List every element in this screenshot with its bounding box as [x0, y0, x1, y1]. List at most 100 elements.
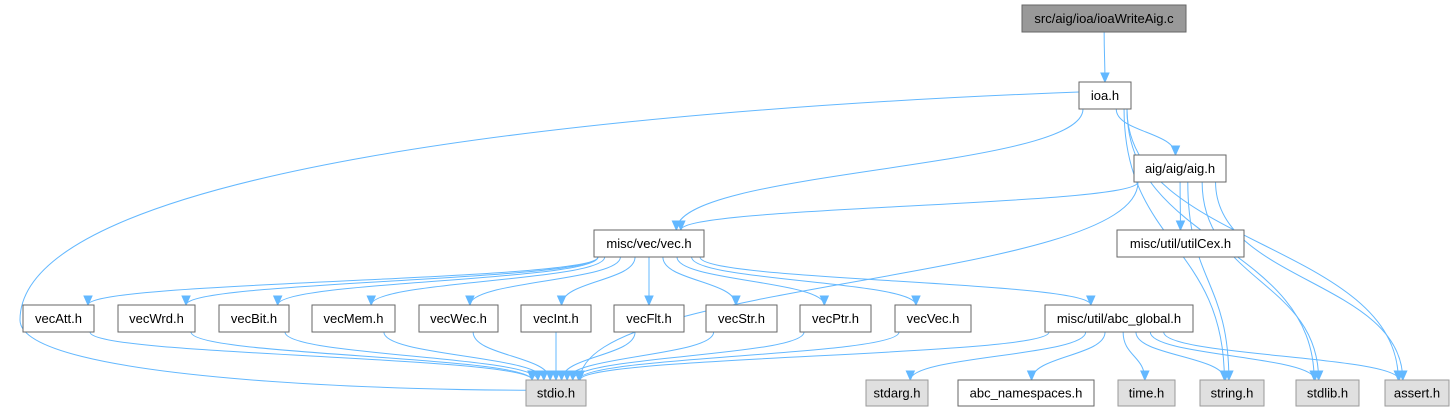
- edge-vec-to-vecStr: [662, 256, 741, 307]
- node-box: [418, 304, 499, 333]
- node-label: vecWec.h: [430, 311, 487, 326]
- node-aig[interactable]: aig/aig/aig.h: [1133, 154, 1227, 183]
- edge-vec-to-vecFlt: [644, 257, 654, 307]
- node-vecAtt[interactable]: vecAtt.h: [22, 304, 95, 333]
- edge-vecAtt-to-stdio: [89, 331, 537, 382]
- node-box: [1133, 154, 1227, 183]
- node-label: stdarg.h: [874, 386, 921, 401]
- edge-vec-to-vecPtr: [676, 256, 830, 307]
- node-label: misc/vec/vec.h: [606, 236, 691, 251]
- arrowhead-icon: [545, 370, 555, 382]
- arrowhead-icon: [911, 295, 921, 307]
- arrowhead-icon: [83, 295, 93, 307]
- node-label: vecStr.h: [718, 311, 765, 326]
- node-utilCex[interactable]: misc/util/utilCex.h: [1116, 229, 1245, 258]
- arrowhead-icon: [819, 295, 830, 307]
- node-stdio: stdio.h: [525, 379, 587, 407]
- arrowhead-icon: [551, 370, 561, 382]
- arrowhead-icon: [1026, 370, 1037, 382]
- node-box: [22, 304, 95, 333]
- node-vecVec[interactable]: vecVec.h: [894, 304, 972, 333]
- arrowhead-icon: [676, 220, 686, 232]
- node-box: [525, 379, 587, 407]
- edge-ioa-to-aig: [1115, 108, 1181, 157]
- edge-root-to-ioa: [1100, 31, 1110, 84]
- edge-vec-to-vecBit: [272, 256, 599, 307]
- node-vecPtr[interactable]: vecPtr.h: [799, 304, 872, 333]
- node-assert: assert.h: [1384, 379, 1450, 407]
- arrowhead-icon: [1394, 370, 1404, 382]
- node-box: [865, 379, 929, 407]
- node-box: [799, 304, 872, 333]
- arrowhead-icon: [556, 370, 567, 382]
- node-label: vecFlt.h: [626, 311, 672, 326]
- edge-vec-to-vecWec: [465, 256, 621, 307]
- edge-ioa-to-stdio: [19, 91, 1080, 392]
- node-box: [1199, 379, 1265, 407]
- node-abc_namespaces[interactable]: abc_namespaces.h: [957, 379, 1095, 407]
- node-label: ioa.h: [1091, 88, 1119, 103]
- edge-vec-to-vecAtt: [83, 256, 599, 307]
- node-ioa[interactable]: ioa.h: [1078, 81, 1132, 110]
- arrowhead-icon: [539, 370, 549, 382]
- arrowhead-icon: [731, 295, 741, 307]
- arrowhead-icon: [905, 370, 916, 382]
- edge-abc_global-to-abc_namespaces: [1026, 331, 1106, 382]
- node-label: vecInt.h: [533, 311, 579, 326]
- node-vecFlt[interactable]: vecFlt.h: [613, 304, 685, 333]
- node-vecInt[interactable]: vecInt.h: [520, 304, 592, 333]
- edge-aig-to-vec: [676, 181, 1139, 232]
- node-vecWrd[interactable]: vecWrd.h: [117, 304, 196, 333]
- node-root[interactable]: src/aig/ioa/ioaWriteAig.c: [1021, 4, 1187, 33]
- node-label: string.h: [1211, 386, 1254, 401]
- node-label: time.h: [1129, 386, 1164, 401]
- node-vecWec[interactable]: vecWec.h: [418, 304, 499, 333]
- node-stdlib: stdlib.h: [1295, 379, 1360, 407]
- node-box: [1116, 229, 1245, 258]
- node-label: vecBit.h: [231, 311, 277, 326]
- arrowhead-icon: [366, 295, 376, 307]
- node-box: [311, 304, 396, 333]
- node-string: string.h: [1199, 379, 1265, 407]
- edge-vecWrd-to-stdio: [190, 331, 537, 382]
- edge-ioa-to-vec: [671, 108, 1084, 232]
- edge-vec-to-vecWrd: [181, 256, 599, 307]
- node-vecBit[interactable]: vecBit.h: [218, 304, 290, 333]
- node-box: [593, 229, 705, 258]
- node-label: misc/util/utilCex.h: [1130, 236, 1231, 251]
- arrowhead-icon: [1170, 145, 1181, 157]
- node-label: vecMem.h: [324, 311, 384, 326]
- arrowhead-icon: [533, 370, 543, 382]
- arrowhead-icon: [575, 370, 585, 382]
- edge-abc_global-to-stdio: [575, 331, 1050, 382]
- node-label: src/aig/ioa/ioaWriteAig.c: [1034, 11, 1174, 26]
- arrowhead-icon: [1220, 370, 1230, 382]
- edge-vecPtr-to-stdio: [568, 331, 805, 382]
- arrowhead-icon: [1100, 72, 1110, 84]
- arrowhead-icon: [181, 295, 191, 307]
- edge-abc_global-to-stdlib: [1149, 331, 1320, 382]
- node-vecMem[interactable]: vecMem.h: [311, 304, 396, 333]
- arrowhead-icon: [272, 295, 283, 307]
- node-time: time.h: [1117, 379, 1176, 407]
- node-box: [117, 304, 196, 333]
- node-vec[interactable]: misc/vec/vec.h: [593, 229, 705, 258]
- node-box: [613, 304, 685, 333]
- node-box: [520, 304, 592, 333]
- node-label: stdio.h: [537, 386, 575, 401]
- node-box: [1117, 379, 1176, 407]
- node-label: vecPtr.h: [812, 311, 859, 326]
- edge-abc_global-to-assert: [1163, 331, 1404, 382]
- edge-vec-to-vecInt: [556, 256, 636, 307]
- node-box: [1295, 379, 1360, 407]
- edge-vecWec-to-stdio: [472, 331, 555, 382]
- node-box: [1384, 379, 1450, 407]
- node-vecStr[interactable]: vecStr.h: [705, 304, 778, 333]
- node-abc_global[interactable]: misc/util/abc_global.h: [1044, 304, 1194, 333]
- arrowhead-icon: [562, 370, 572, 382]
- nodes-layer: src/aig/ioa/ioaWriteAig.c ioa.h aig/aig/ai…: [22, 4, 1450, 407]
- arrowhead-icon: [465, 295, 475, 307]
- arrowhead-icon: [556, 295, 567, 307]
- node-label: abc_namespaces.h: [970, 386, 1083, 401]
